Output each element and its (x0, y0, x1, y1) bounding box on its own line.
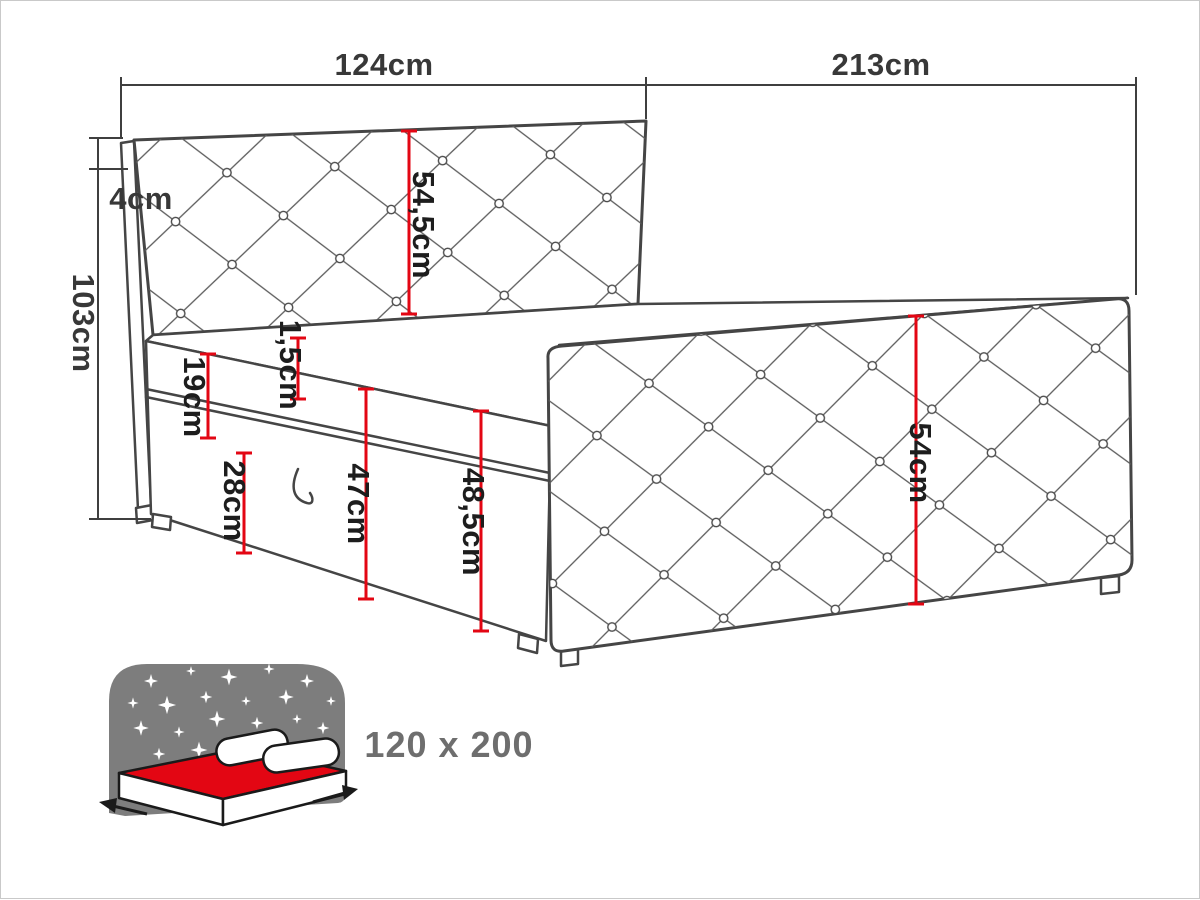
dim-label-footboard-height: 54cm (903, 422, 938, 503)
dim-label-mattress-height: 19cm (177, 356, 212, 437)
dim-label-total-height: 103cm (66, 273, 101, 372)
mattress-bottom-seam (144, 387, 552, 475)
dim-base-total-height: 48,5cm (456, 409, 491, 633)
storage-bed-icon: 120 x 200 (99, 663, 533, 827)
base-leg-left (150, 512, 173, 532)
dim-label-bed-width: 124cm (334, 47, 433, 82)
icon-width-arrow (99, 798, 148, 816)
dim-label-headboard-depth: 4cm (109, 181, 173, 216)
base-front-face (144, 339, 553, 643)
size-label: 120 x 200 (364, 724, 533, 765)
dim-base-height: 47cm (341, 387, 376, 601)
mattress-and-base (144, 296, 1130, 655)
base-leg-right (516, 632, 540, 655)
headboard (119, 119, 648, 525)
dim-label-base-total-height: 48,5cm (456, 468, 491, 576)
dim-mattress-height: 19cm (177, 352, 216, 440)
red-dimension-lines: 54,5cm 19cm 1,5cm 28cm 47cm 48,5cm (177, 129, 938, 633)
dim-label-headboard-height: 54,5cm (406, 171, 441, 279)
dim-topper-height: 1,5cm (273, 320, 308, 410)
dim-footboard-height: 54cm (903, 314, 938, 606)
icon-bed (99, 728, 358, 827)
dim-drawer-height: 28cm (217, 451, 252, 555)
footboard-leg-right (1099, 574, 1121, 596)
bed-drawing (119, 119, 1134, 668)
icon-length-arrow (312, 785, 358, 804)
footboard-quilt-pattern (547, 298, 1132, 652)
dim-label-bed-length: 213cm (831, 47, 930, 82)
footboard (546, 297, 1134, 668)
headboard-quilt-pattern (134, 121, 646, 335)
drawer-handle (292, 467, 314, 505)
box-top-seam (144, 395, 552, 483)
outer-dimension-lines: 124cm 213cm 4cm 103cm (66, 47, 1137, 520)
icon-pillow-right (261, 737, 341, 774)
dim-label-topper-height: 1,5cm (273, 320, 308, 410)
dim-headboard-height: 54,5cm (401, 129, 441, 316)
dim-label-drawer-height: 28cm (217, 460, 252, 541)
dim-label-base-height: 47cm (341, 463, 376, 544)
